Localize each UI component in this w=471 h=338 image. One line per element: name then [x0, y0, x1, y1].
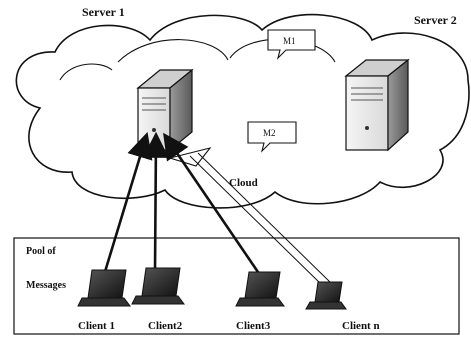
client-label: Client3	[236, 320, 271, 332]
arrow-client-3	[163, 132, 262, 276]
server1-label: Server 1	[82, 5, 125, 19]
laptop-icon	[77, 269, 131, 307]
server-tower-icon	[344, 58, 410, 152]
server2-label: Server 2	[414, 13, 457, 27]
client-n-connection	[189, 152, 332, 287]
message-pool-box	[13, 237, 460, 335]
laptop-icon	[235, 271, 285, 307]
laptop-icon	[131, 267, 185, 305]
client-arrows	[102, 131, 262, 276]
client-label: Client2	[148, 320, 183, 332]
pool-label-line1: Pool of	[26, 246, 56, 257]
client-label: Client 1	[78, 320, 115, 332]
client-label: Client n	[342, 320, 380, 332]
message-m2-label: M2	[263, 128, 276, 138]
pool-label-line2: Messages	[26, 280, 66, 291]
speech-bubble-icon	[247, 121, 297, 153]
arrow-client-2	[142, 131, 169, 273]
message-m1-label: M1	[283, 36, 296, 46]
cloud-label: Cloud	[229, 177, 258, 189]
speech-bubble-icon	[267, 29, 316, 60]
laptop-icon	[305, 281, 347, 310]
arrow-client-1	[102, 132, 153, 276]
